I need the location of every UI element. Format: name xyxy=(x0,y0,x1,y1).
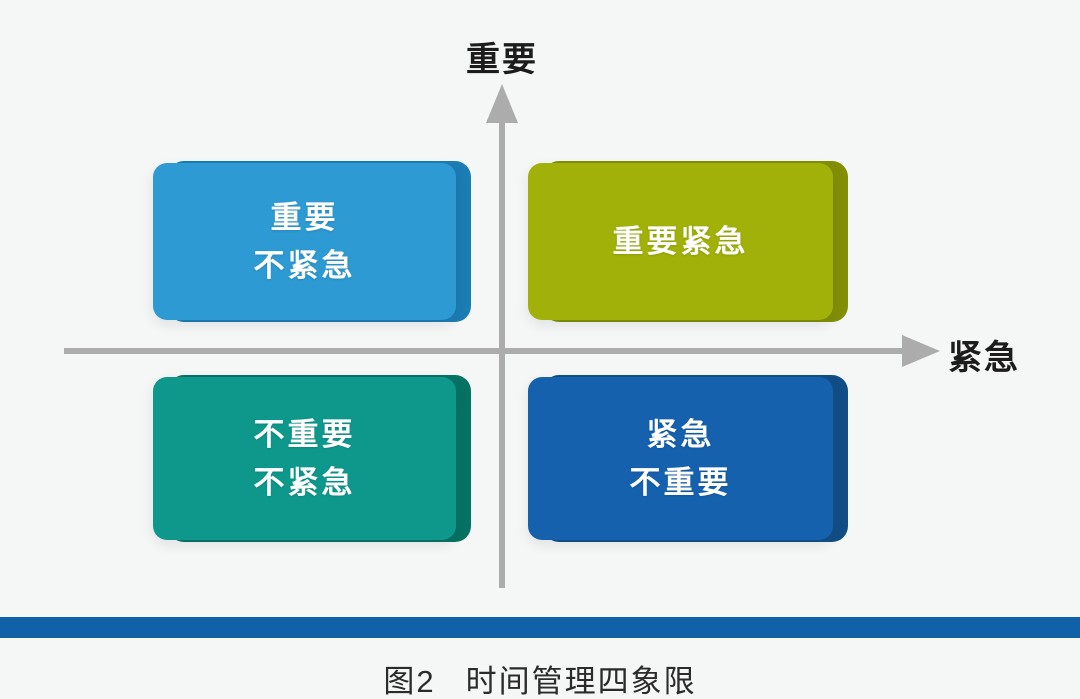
quadrant-face: 不重要 不紧急 xyxy=(153,377,456,540)
quadrant-label: 紧急 不重要 xyxy=(630,411,732,507)
y-axis-label: 重要 xyxy=(466,41,538,79)
quadrant-urgent-not-important: 紧急 不重要 xyxy=(528,375,848,542)
x-axis-label: 紧急 xyxy=(948,339,1020,377)
quadrant-face: 重要紧急 xyxy=(528,163,833,320)
quadrant-label-line: 重要 xyxy=(270,199,339,235)
quadrant-label: 重要紧急 xyxy=(613,218,749,266)
right-arrow-icon xyxy=(902,335,940,367)
quadrant-label-line: 不紧急 xyxy=(253,464,356,500)
quadrant-not-important-not-urgent: 不重要 不紧急 xyxy=(153,375,471,542)
quadrant-label-line: 不重要 xyxy=(629,464,732,500)
up-arrow-icon xyxy=(486,84,518,123)
x-axis xyxy=(64,335,940,367)
divider-bar xyxy=(0,617,1080,638)
figure-caption: 图2 时间管理四象限 xyxy=(0,656,1080,699)
quadrant-label-line: 不重要 xyxy=(253,416,356,452)
quadrant-important-not-urgent: 重要 不紧急 xyxy=(153,161,471,322)
quadrant-label-line: 不紧急 xyxy=(253,247,356,283)
quadrant-label: 不重要 不紧急 xyxy=(254,411,356,507)
quadrant-label: 重要 不紧急 xyxy=(254,194,356,290)
figure-number: 图2 xyxy=(383,664,436,699)
quadrant-face: 紧急 不重要 xyxy=(528,377,833,540)
figure-title: 时间管理四象限 xyxy=(465,664,697,699)
quadrant-label-line: 紧急 xyxy=(646,416,715,452)
quadrant-label-line: 重要紧急 xyxy=(612,223,749,259)
quadrant-important-urgent: 重要紧急 xyxy=(528,161,848,322)
quadrant-face: 重要 不紧急 xyxy=(153,163,456,320)
y-axis xyxy=(486,84,518,588)
